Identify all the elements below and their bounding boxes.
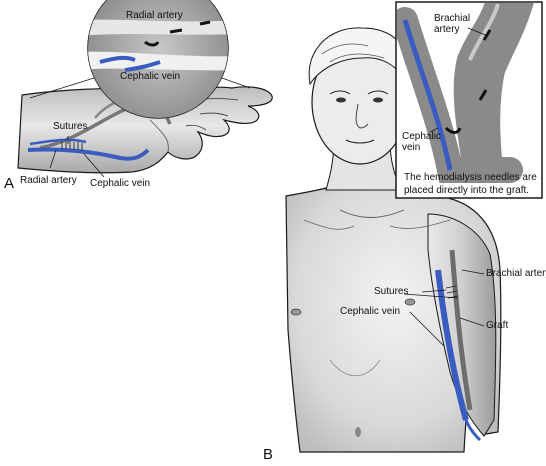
label-graft: Graft [486, 320, 509, 331]
label-cephalic-vein-a: Cephalic vein [90, 178, 151, 189]
forearm-drawing [17, 86, 273, 174]
panel-a-leaders [49, 136, 105, 178]
panel-b-letter: B [263, 446, 274, 463]
panel-a-letter: A [4, 175, 15, 192]
panel-b-leaders [403, 269, 485, 347]
magnified-anastomosis [29, 0, 251, 119]
label-sutures-a: Sutures [53, 121, 88, 132]
label-cephalic-vein-zoom: Cephalic vein [120, 71, 181, 82]
inset-caption: The hemodialysis needles are placed dire… [404, 172, 537, 196]
label-cephalic-vein-inset: Cephalic vein [402, 131, 441, 153]
label-cephalic-vein-b: Cephalic vein [340, 306, 401, 317]
torso-drawing [285, 27, 502, 453]
label-radial-artery-a: Radial artery [20, 175, 77, 186]
label-brachial-artery-inset: Brachial artery [434, 13, 471, 35]
graft-inset [395, 1, 543, 199]
label-sutures-b: Sutures [374, 286, 409, 297]
label-radial-artery-zoom: Radial artery [126, 10, 183, 21]
label-brachial-artery: Brachial artery [486, 268, 546, 279]
